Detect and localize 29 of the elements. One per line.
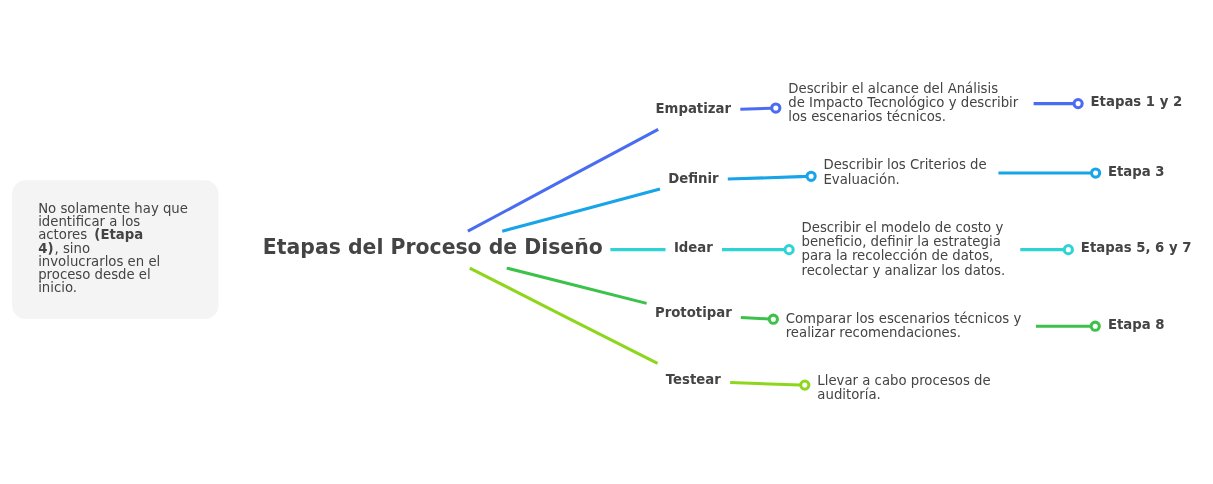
node-text: Definir	[668, 170, 719, 186]
node-text: Describir el alcance del Análisis de Impacto Tecnológico y describir los escenarios técnicos.	[788, 80, 1019, 124]
node-text: Empatizar	[655, 100, 731, 116]
node-text: Etapas del Proceso de Diseño	[262, 234, 603, 259]
connector	[1020, 243, 1074, 255]
connector	[467, 127, 659, 233]
node-text: Etapas 5, 6 y 7	[1080, 239, 1192, 255]
connector	[610, 247, 666, 251]
node-text: Comparar los escenarios técnicos y realizar recomendaciones.	[785, 310, 1022, 340]
node-text: Describir el modelo de costo y beneficio, definir la estrategia para la recolección de datos, recolectar y analizar los datos.	[801, 219, 1006, 278]
node-text: Etapa 3	[1107, 163, 1165, 179]
connector	[998, 166, 1102, 179]
node-text: Llevar a cabo procesos de auditoría.	[817, 372, 991, 402]
node-text: Describir los Criterios de Evaluación.	[823, 156, 987, 187]
connector	[506, 266, 647, 305]
connector	[740, 101, 782, 114]
connector	[469, 266, 659, 365]
connector	[501, 187, 661, 233]
connector	[730, 379, 811, 391]
connector	[1033, 97, 1084, 109]
node-text: Prototipar	[655, 304, 732, 320]
connector	[721, 243, 795, 255]
node-text: Testear	[665, 371, 721, 387]
connector	[727, 170, 817, 182]
node-text: Etapas 1 y 2	[1090, 93, 1183, 109]
connector	[740, 313, 779, 325]
node-text: Idear	[673, 239, 713, 255]
connector	[1035, 320, 1101, 332]
node-text: Etapa 8	[1107, 316, 1165, 332]
